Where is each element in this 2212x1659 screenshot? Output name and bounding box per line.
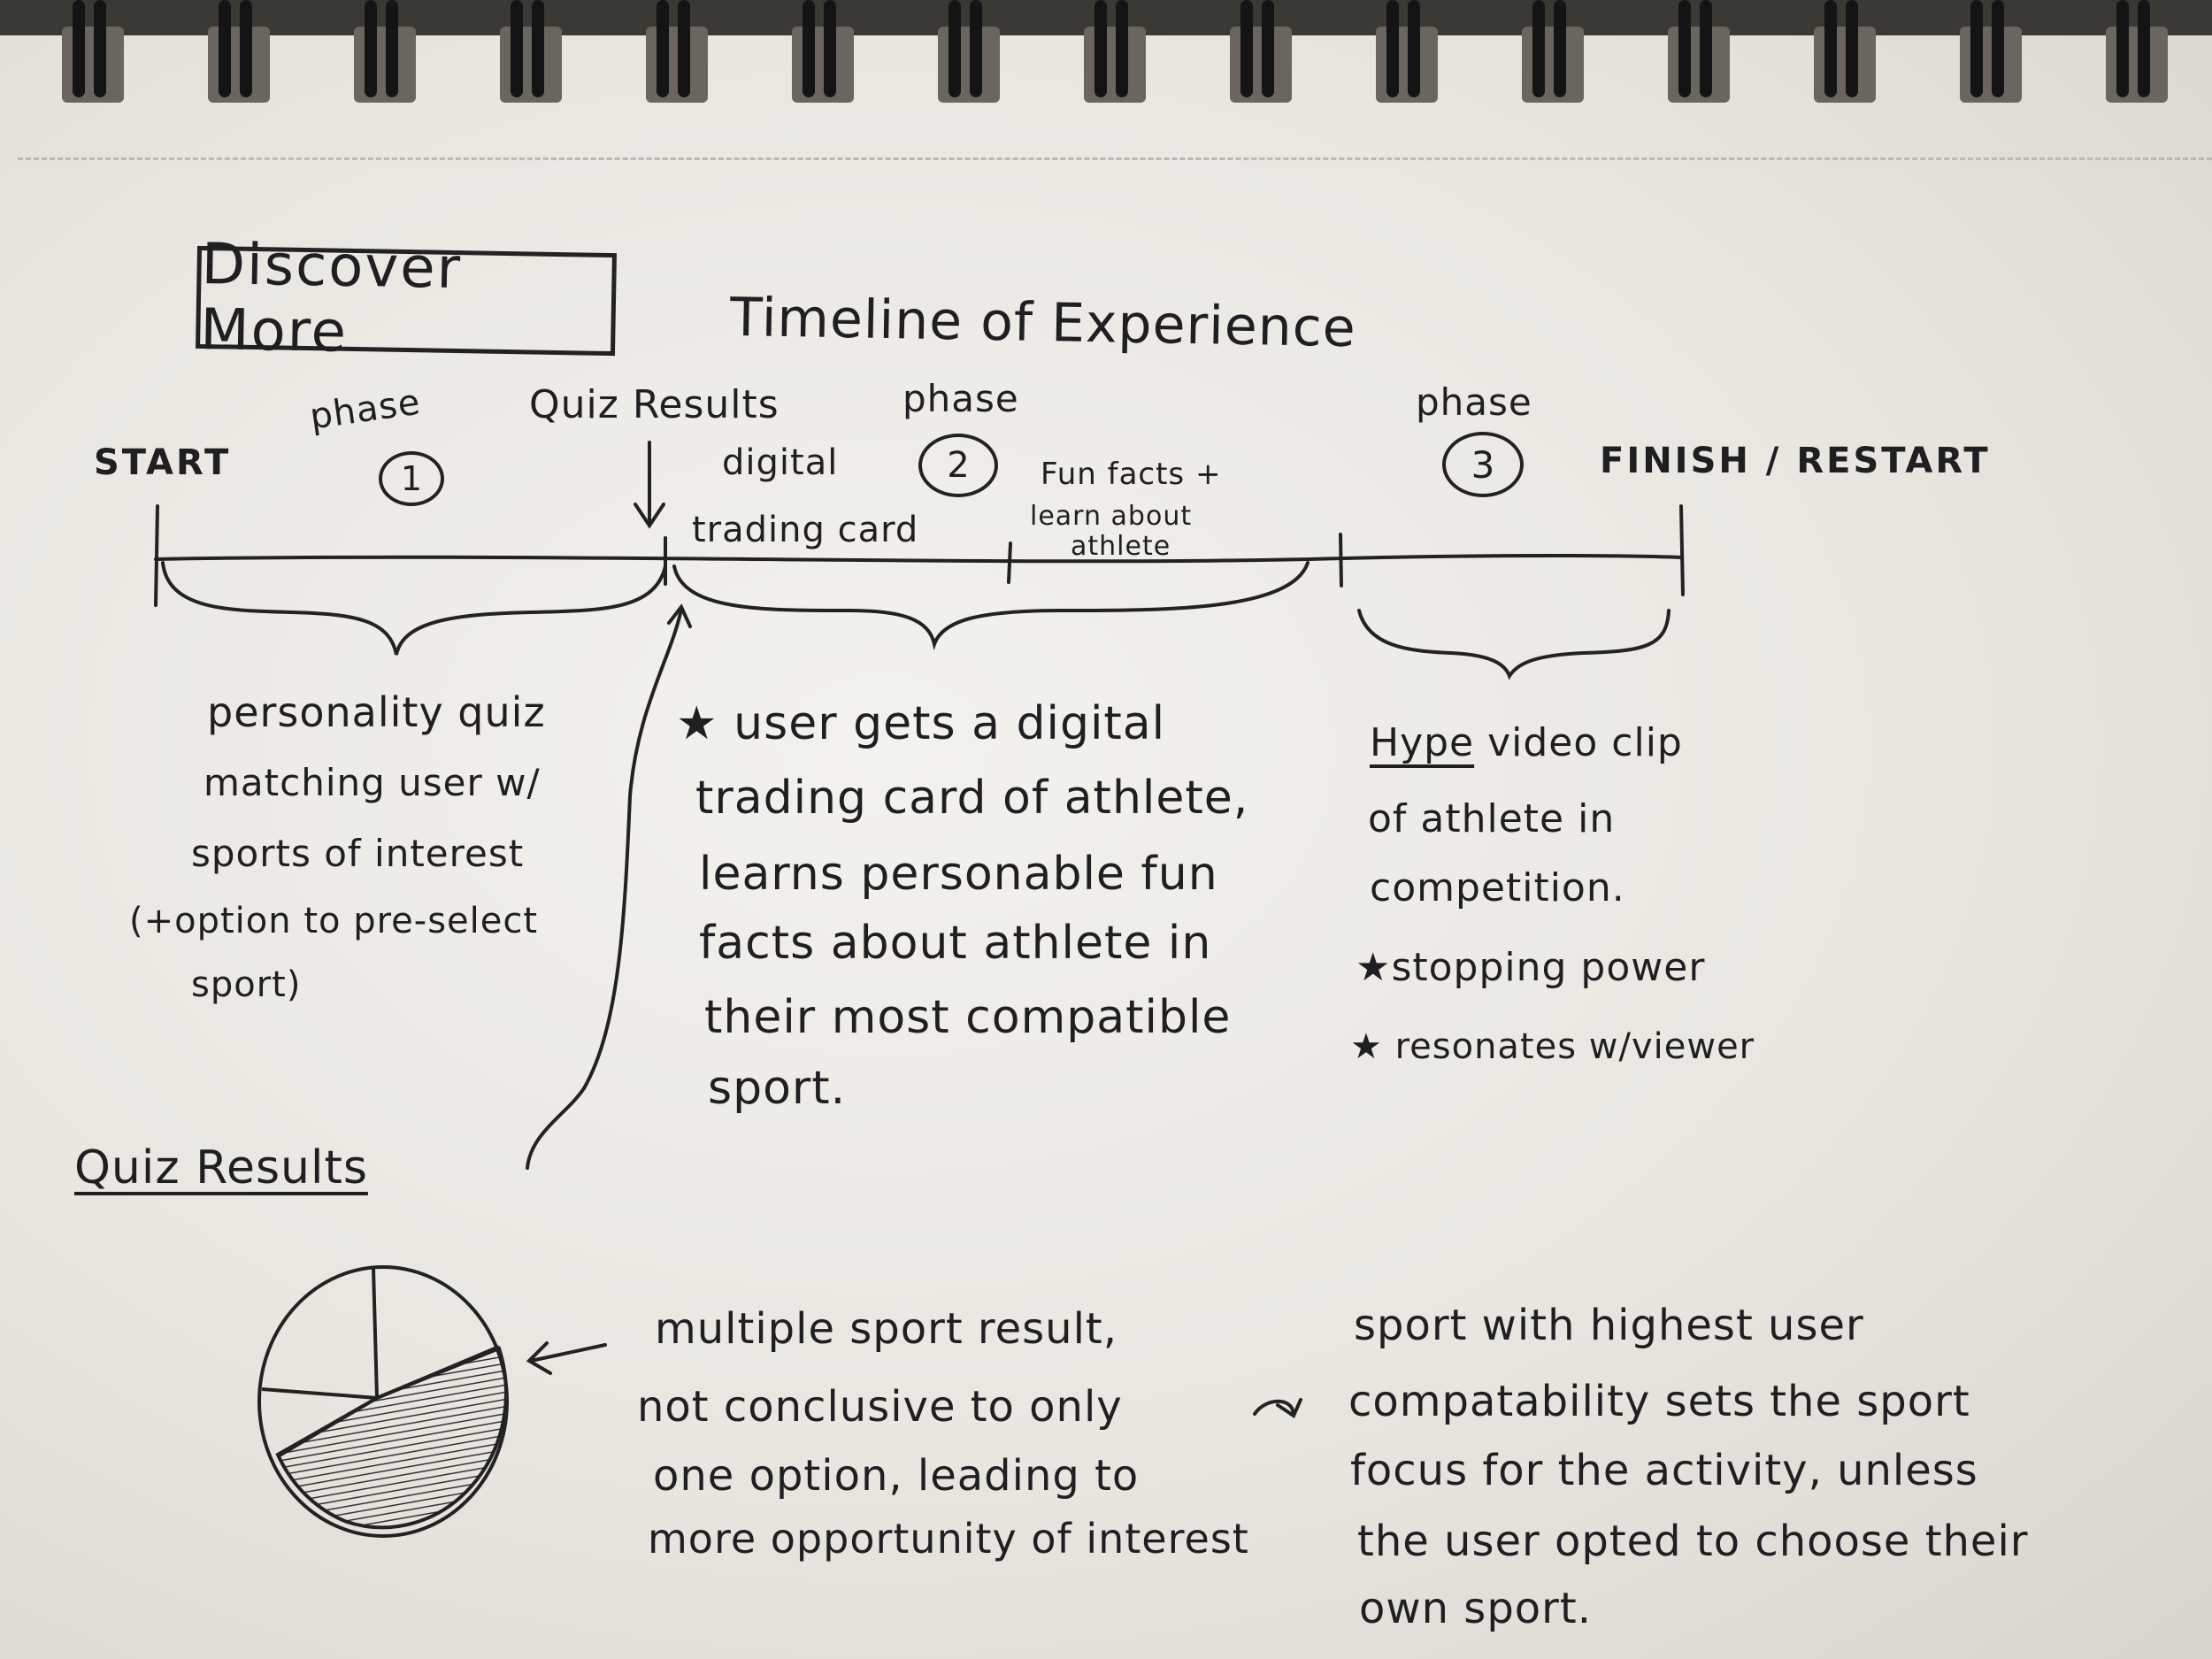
phase2-note-line: trading card of athlete, [695,772,1249,825]
quiz-arrow [634,441,665,529]
tick-finish [1679,504,1685,596]
quiz-left-note-line: one option, leading to [653,1451,1140,1501]
brace-phase2 [672,561,1310,651]
spiral-wire [2138,0,2150,97]
tick-phase2-mid [1007,541,1012,584]
phase1-note-line: matching user w/ [204,761,541,804]
quiz-left-note-line: more opportunity of interest [648,1515,1249,1563]
pie-divider-top [372,1268,379,1399]
pie-divider-left [261,1387,378,1400]
phase3-note-line: of athlete in [1368,796,1616,841]
segment-fun-facts-label: Fun facts + [1041,457,1222,492]
spiral-wire [657,0,669,97]
spiral-wire [219,0,231,97]
spiral-wire [1678,0,1691,97]
spiral-wire [511,0,523,97]
perforation-line [18,157,2212,160]
spiral-wire [1824,0,1837,97]
timeline-axis [154,554,1683,564]
spiral-wire [94,0,106,97]
quiz-left-note-line: not conclusive to only [637,1382,1123,1432]
segment-digital-label: digital [722,442,839,483]
tick-start [154,504,159,607]
phase1-note-line: sport) [191,964,302,1005]
spiral-wire [386,0,398,97]
spiral-wire [73,0,85,97]
spiral-wire [1116,0,1128,97]
phase2-number: 2 [918,434,998,497]
spiral-binding [0,0,2212,103]
next-arrow [1253,1398,1302,1418]
spiral-wire [1992,0,2004,97]
spiral-wire [970,0,982,97]
segment-trading-card-label: trading card [692,510,919,550]
spiral-wire [365,0,377,97]
spiral-wire [1700,0,1712,97]
spiral-wire [1240,0,1253,97]
phase2-note-line: ★ user gets a digital [676,697,1166,750]
pie-outline [257,1265,509,1538]
quiz-results-link [526,607,683,1170]
spiral-wire [1846,0,1858,97]
spiral-wire [824,0,836,97]
phase2-note-line: their most compatible [704,991,1232,1044]
phase2-note-line: learns personable fun [699,848,1218,901]
quiz-left-note-line: multiple sport result, [655,1304,1118,1354]
phase3-note-line: ★stopping power [1356,945,1706,990]
phase3-word: phase [1416,380,1532,424]
finish-restart-label: FINISH / RESTART [1600,441,1991,481]
phase2-word: phase [902,377,1019,420]
spiral-wire [1094,0,1107,97]
spiral-wire [678,0,690,97]
spiral-wire [949,0,961,97]
spiral-wire [803,0,815,97]
quiz-results-heading: Quiz Results [74,1141,368,1194]
quiz-right-note-line: focus for the activity, unless [1350,1446,1978,1495]
phase1-note-line: (+option to pre-select [129,901,539,941]
spiral-wire [1554,0,1566,97]
quiz-link-arrowhead [667,603,692,628]
spiral-wire [532,0,544,97]
pie-divider-bottom [276,1396,379,1458]
spiral-wire [1532,0,1545,97]
tick-phase3 [1339,533,1343,588]
spiral-wire [2116,0,2129,97]
quiz-right-note-line: compatability sets the sport [1348,1377,1970,1426]
phase1-number: 1 [379,451,444,506]
quiz-results-marker-label: Quiz Results [529,382,780,427]
phase3-number: 3 [1442,432,1524,497]
spiral-wire [1408,0,1420,97]
phase3-note-line: ★ resonates w/viewer [1350,1026,1755,1067]
pie-divider-right [376,1345,500,1400]
quiz-right-note-line: the user opted to choose their [1357,1517,2029,1566]
spiral-wire [1262,0,1274,97]
pie-arrow [526,1341,607,1375]
spiral-wire [240,0,252,97]
phase3-note-line: competition. [1370,865,1625,910]
phase1-note-line: sports of interest [191,832,525,875]
spiral-wire [1386,0,1399,97]
phase2-note-line: facts about athlete in [699,917,1212,970]
segment-athlete-label: athlete [1071,531,1171,562]
brace-phase3 [1357,609,1671,680]
quiz-right-note-line: sport with highest user [1354,1301,1864,1350]
phase1-note-line: personality quiz [207,688,546,736]
segment-learn-about-label: learn about [1030,501,1193,532]
phase2-note-line: sport. [708,1062,847,1115]
spiral-wire [1970,0,1983,97]
start-label: START [94,442,232,483]
hype-emphasis: Hype [1370,720,1475,765]
phase3-note-line: Hype video clip [1370,720,1683,765]
quiz-right-note-line: own sport. [1359,1584,1592,1633]
brace-phase1 [161,561,667,656]
